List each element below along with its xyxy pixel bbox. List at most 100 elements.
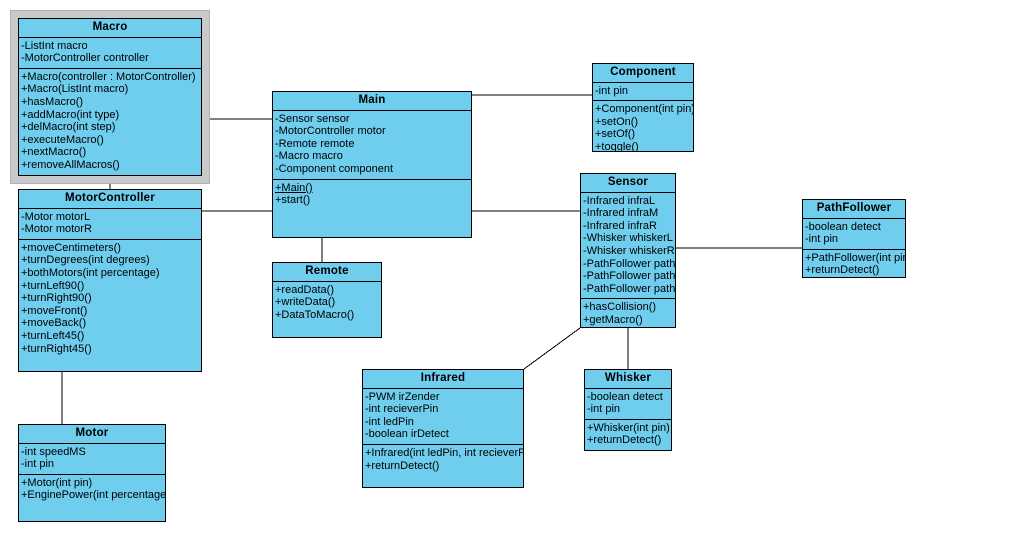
attribute-row: -Infrared infraR	[583, 219, 657, 232]
attributes-compartment-whisker: -boolean detect-int pin	[585, 389, 671, 420]
operation-row: +bothMotors(int percentage)	[21, 266, 160, 279]
operation-row: +EnginePower(int percentage)	[21, 489, 166, 502]
attributes-compartment-motor: -int speedMS-int pin	[19, 444, 165, 475]
operation-row: +turnLeft90()	[21, 279, 85, 292]
operation-row: +setOf()	[595, 128, 636, 141]
attribute-row: -int pin	[21, 458, 55, 471]
operations-compartment-infrared: +Infrared(int ledPin, int recieverPin)+r…	[363, 445, 523, 475]
operation-row: +Macro(controller : MotorController)	[21, 70, 196, 83]
attribute-row: -PathFollower pathM	[583, 270, 676, 283]
attributes-compartment-main: -Sensor sensor-MotorController motor-Rem…	[273, 111, 471, 180]
attribute-row: -PWM irZender	[365, 390, 440, 403]
operation-row: +moveCentimeters()	[21, 241, 121, 254]
attribute-row: -boolean detect	[587, 390, 663, 403]
uml-class-infrared[interactable]: Infrared-PWM irZender-int recieverPin-in…	[362, 369, 524, 488]
operation-row: +nextMacro()	[21, 146, 87, 159]
attributes-compartment-pathfollower: -boolean detect-int pin	[803, 219, 905, 250]
attribute-row: -PathFollower pathR	[583, 282, 676, 295]
attribute-row: -Remote remote	[275, 137, 355, 150]
attribute-row: -Sensor sensor	[275, 112, 350, 125]
connector-sensor-infrared[interactable]	[523, 327, 581, 370]
operation-row: +getMacro()	[583, 313, 643, 326]
operation-row: +turnDegrees(int degrees)	[21, 254, 150, 267]
attribute-row: -Whisker whiskerR	[583, 244, 675, 257]
attribute-row: -Infrared infraM	[583, 207, 659, 220]
operation-row: +Component(int pin)	[595, 103, 694, 116]
operation-row: +start()	[275, 194, 311, 207]
uml-class-motorcontroller[interactable]: MotorController-Motor motorL-Motor motor…	[18, 189, 202, 372]
class-title-main: Main	[273, 92, 471, 111]
attribute-row: -Motor motorL	[21, 210, 91, 223]
attributes-compartment-sensor: -Infrared infraL-Infrared infraM-Infrare…	[581, 193, 675, 300]
operations-compartment-main: +Main()+start()	[273, 180, 471, 210]
attribute-row: -int pin	[595, 84, 629, 97]
operation-row: +moveBack()	[21, 317, 87, 330]
uml-class-macro[interactable]: Macro-ListInt macro-MotorController cont…	[18, 18, 202, 176]
operation-row: +turnRight45()	[21, 342, 92, 355]
class-title-motorcontroller: MotorController	[19, 190, 201, 209]
attribute-row: -int pin	[805, 233, 839, 246]
attributes-compartment-component: -int pin	[593, 83, 693, 102]
operation-row: +removeAllMacros()	[21, 158, 120, 171]
class-title-sensor: Sensor	[581, 174, 675, 193]
operation-row: +executeMacro()	[21, 133, 104, 146]
class-title-pathfollower: PathFollower	[803, 200, 905, 219]
attribute-row: -boolean irDetect	[365, 428, 449, 441]
operation-row: +turnLeft45()	[21, 329, 85, 342]
operation-row: +readData()	[275, 283, 335, 296]
attribute-row: -Component component	[275, 162, 394, 175]
class-title-component: Component	[593, 64, 693, 83]
attribute-row: -MotorController controller	[21, 52, 149, 65]
uml-class-pathfollower[interactable]: PathFollower-boolean detect-int pin+Path…	[802, 199, 906, 278]
attribute-row: -MotorController motor	[275, 125, 386, 138]
uml-class-remote[interactable]: Remote+readData()+writeData()+DataToMacr…	[272, 262, 382, 338]
attribute-row: -boolean detect	[805, 220, 881, 233]
uml-class-motor[interactable]: Motor-int speedMS-int pin+Motor(int pin)…	[18, 424, 166, 522]
operation-row: +toggle()	[595, 140, 639, 152]
operations-compartment-sensor: +hasCollision()+getMacro()	[581, 299, 675, 327]
operation-row: +writeData()	[275, 296, 336, 309]
operations-compartment-remote: +readData()+writeData()+DataToMacro()	[273, 282, 381, 325]
attribute-row: -int recieverPin	[365, 403, 439, 416]
uml-class-whisker[interactable]: Whisker-boolean detect-int pin+Whisker(i…	[584, 369, 672, 451]
operation-row: +moveFront()	[21, 304, 88, 317]
operation-row: +returnDetect()	[365, 459, 440, 472]
class-title-motor: Motor	[19, 425, 165, 444]
operation-row: +setOn()	[595, 115, 639, 128]
attribute-row: -ListInt macro	[21, 39, 88, 52]
class-title-remote: Remote	[273, 263, 381, 282]
attribute-row: -int pin	[587, 403, 621, 416]
uml-class-main[interactable]: Main-Sensor sensor-MotorController motor…	[272, 91, 472, 238]
class-title-infrared: Infrared	[363, 370, 523, 389]
attribute-row: -Motor motorR	[21, 223, 92, 236]
operation-row: +hasCollision()	[583, 301, 657, 314]
attribute-row: -int ledPin	[365, 415, 414, 428]
class-title-macro: Macro	[19, 19, 201, 38]
attribute-row: -PathFollower pathL	[583, 257, 676, 270]
operations-compartment-motorcontroller: +moveCentimeters()+turnDegrees(int degre…	[19, 240, 201, 358]
operation-row: +addMacro(int type)	[21, 108, 120, 121]
operations-compartment-motor: +Motor(int pin)+EnginePower(int percenta…	[19, 475, 165, 505]
class-title-whisker: Whisker	[585, 370, 671, 389]
operations-compartment-component: +Component(int pin)+setOn()+setOf()+togg…	[593, 101, 694, 152]
operation-row: +Whisker(int pin)	[587, 421, 670, 434]
operation-row: +hasMacro()	[21, 95, 84, 108]
attributes-compartment-macro: -ListInt macro-MotorController controlle…	[19, 38, 201, 69]
uml-class-component[interactable]: Component-int pin+Component(int pin)+set…	[592, 63, 694, 152]
operation-row: +Infrared(int ledPin, int recieverPin)	[365, 446, 524, 459]
uml-class-sensor[interactable]: Sensor-Infrared infraL-Infrared infraM-I…	[580, 173, 676, 328]
operations-compartment-macro: +Macro(controller : MotorController)+Mac…	[19, 69, 201, 175]
operation-row: +Main()	[275, 181, 313, 194]
operation-row: +DataToMacro()	[275, 308, 355, 321]
operation-row: +Macro(ListInt macro)	[21, 83, 129, 96]
operation-row: +returnDetect()	[587, 434, 662, 447]
attribute-row: -int speedMS	[21, 445, 86, 458]
attribute-row: -Macro macro	[275, 150, 343, 163]
operation-row: +PathFollower(int pin)	[805, 251, 906, 264]
attributes-compartment-infrared: -PWM irZender-int recieverPin-int ledPin…	[363, 389, 523, 445]
operation-row: +returnDetect()	[805, 264, 880, 277]
operation-row: +turnRight90()	[21, 292, 92, 305]
operation-row: +delMacro(int step)	[21, 121, 116, 134]
attribute-row: -Whisker whiskerL	[583, 232, 673, 245]
